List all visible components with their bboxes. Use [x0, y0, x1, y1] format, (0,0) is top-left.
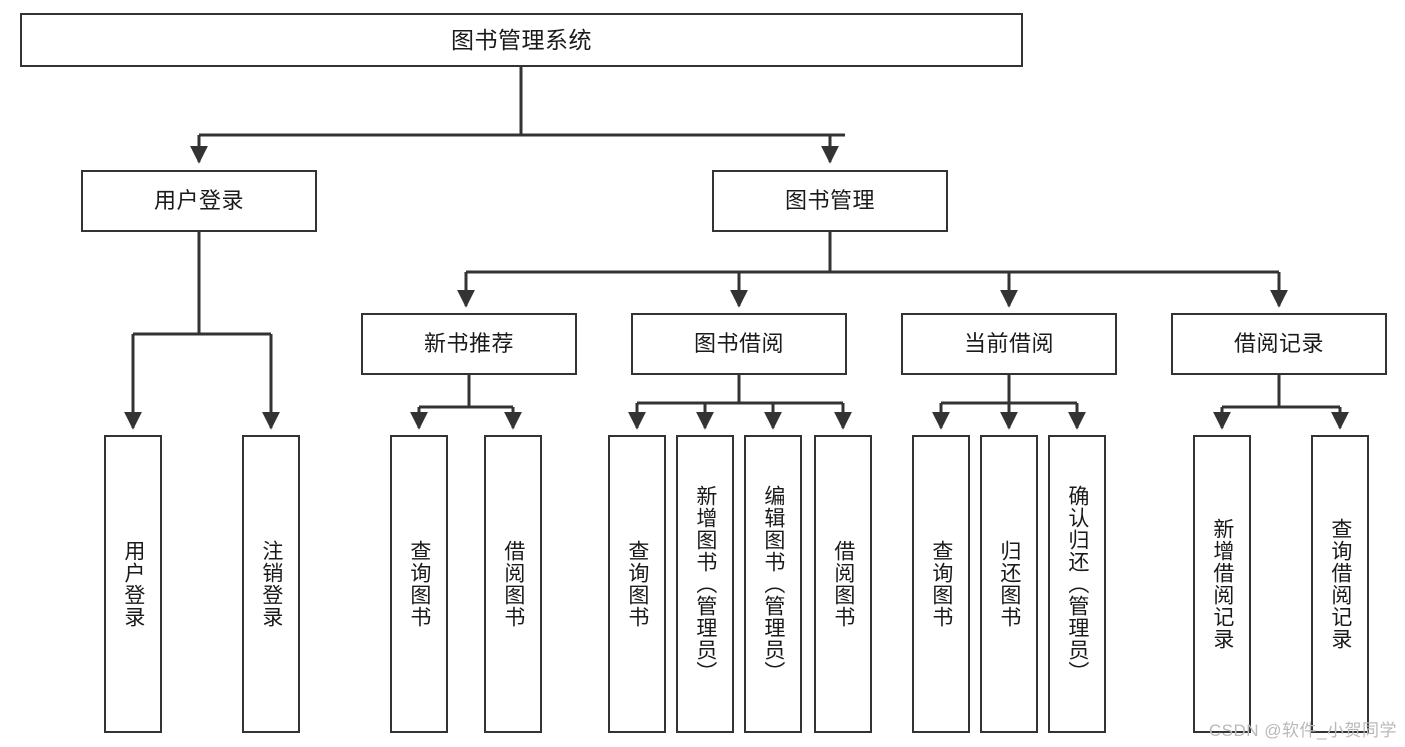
node-user-login[interactable]: 用户登录	[81, 170, 317, 232]
leaf-query-book-3[interactable]: 查询图书	[912, 435, 970, 733]
node-book-management-system[interactable]: 图书管理系统	[20, 13, 1023, 67]
node-label: 新增图书（管理员）	[693, 485, 717, 683]
leaf-borrow-book-1[interactable]: 借阅图书	[484, 435, 542, 733]
leaf-return-book[interactable]: 归还图书	[980, 435, 1038, 733]
node-label: 注销登录	[259, 540, 283, 628]
node-label: 借阅记录	[1233, 331, 1324, 357]
leaf-confirm-return[interactable]: 确认归还（管理员）	[1048, 435, 1106, 733]
node-label: 编辑图书（管理员）	[761, 485, 785, 683]
node-label: 借阅图书	[831, 540, 855, 628]
node-label: 查询图书	[407, 540, 431, 628]
node-label: 查询图书	[625, 540, 649, 628]
node-label: 当前借阅	[963, 331, 1054, 357]
node-borrow-record[interactable]: 借阅记录	[1171, 313, 1387, 375]
csdn-watermark: CSDN @软件_小贺同学	[1208, 721, 1397, 740]
node-label: 归还图书	[997, 540, 1021, 628]
leaf-logout-login[interactable]: 注销登录	[242, 435, 300, 733]
node-new-book-recommend[interactable]: 新书推荐	[361, 313, 577, 375]
node-book-management[interactable]: 图书管理	[712, 170, 948, 232]
leaf-query-book-1[interactable]: 查询图书	[390, 435, 448, 733]
leaf-user-login[interactable]: 用户登录	[104, 435, 162, 733]
node-current-borrow[interactable]: 当前借阅	[901, 313, 1117, 375]
node-label: 图书管理系统	[451, 26, 592, 53]
leaf-add-record[interactable]: 新增借阅记录	[1193, 435, 1251, 733]
node-label: 查询图书	[929, 540, 953, 628]
node-label: 借阅图书	[501, 540, 525, 628]
node-label: 新书推荐	[423, 331, 514, 357]
node-label: 图书借阅	[693, 331, 784, 357]
leaf-edit-book[interactable]: 编辑图书（管理员）	[744, 435, 802, 733]
leaf-query-book-2[interactable]: 查询图书	[608, 435, 666, 733]
node-label: 新增借阅记录	[1210, 518, 1234, 650]
leaf-borrow-book-2[interactable]: 借阅图书	[814, 435, 872, 733]
leaf-query-record[interactable]: 查询借阅记录	[1311, 435, 1369, 733]
node-label: 查询借阅记录	[1328, 518, 1352, 650]
node-label: 用户登录	[153, 188, 244, 214]
node-book-borrow[interactable]: 图书借阅	[631, 313, 847, 375]
node-label: 确认归还（管理员）	[1065, 485, 1089, 683]
node-label: 用户登录	[121, 540, 145, 628]
leaf-add-book[interactable]: 新增图书（管理员）	[676, 435, 734, 733]
node-label: 图书管理	[784, 188, 875, 214]
